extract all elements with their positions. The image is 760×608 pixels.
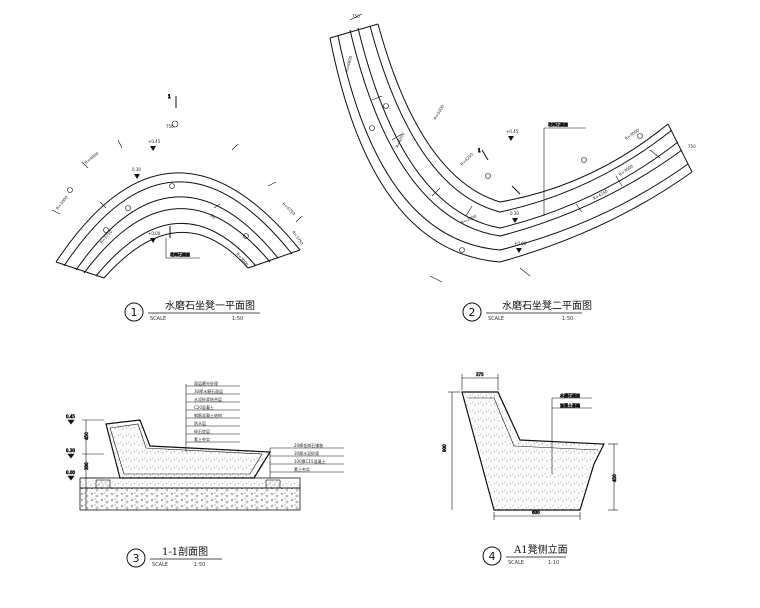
section-mark-2-top: 1 bbox=[478, 148, 481, 153]
scale-label: SCALE bbox=[150, 316, 166, 322]
svg-text:750: 750 bbox=[352, 14, 360, 19]
svg-text:花岗石面层: 花岗石面层 bbox=[548, 121, 568, 127]
svg-text:R=4750: R=4750 bbox=[281, 201, 296, 216]
section-notes-right: 20厚花岗石铺装 30厚水泥砂浆 100厚C15混凝土 素土夯实 bbox=[269, 442, 344, 478]
bench2-circle-markers bbox=[369, 103, 643, 253]
view-number: 3 bbox=[133, 552, 140, 565]
svg-text:30厚水磨石面层: 30厚水磨石面层 bbox=[194, 388, 223, 394]
svg-text:0.30: 0.30 bbox=[66, 448, 75, 453]
svg-text:+0.45: +0.45 bbox=[506, 129, 519, 134]
svg-text:R=5000: R=5000 bbox=[433, 103, 446, 120]
svg-text:0.30: 0.30 bbox=[132, 167, 141, 172]
view-title: A1凳侧立面 bbox=[513, 543, 568, 556]
scale-value: 1:50 bbox=[232, 316, 243, 322]
svg-text:R=4250: R=4250 bbox=[459, 151, 474, 166]
svg-text:375: 375 bbox=[476, 372, 484, 377]
svg-text:C20混凝土: C20混凝土 bbox=[194, 404, 214, 410]
svg-text:450: 450 bbox=[84, 432, 89, 440]
view-number: 4 bbox=[489, 550, 496, 563]
svg-text:防水层: 防水层 bbox=[194, 420, 206, 426]
view3-title-block: 3 1-1剖面图 SCALE 1:50 bbox=[126, 545, 222, 568]
svg-text:R=2800: R=2800 bbox=[460, 213, 477, 225]
view-number-circle bbox=[124, 302, 144, 322]
svg-text:30厚水泥砂浆: 30厚水泥砂浆 bbox=[294, 450, 319, 456]
svg-text:素土夯实: 素土夯实 bbox=[194, 436, 210, 442]
svg-text:R=3600: R=3600 bbox=[624, 127, 641, 141]
scale-value: 1:10 bbox=[548, 560, 559, 566]
svg-text:600: 600 bbox=[532, 510, 540, 515]
svg-text:R=3000: R=3000 bbox=[235, 251, 250, 267]
svg-text:80: 80 bbox=[209, 213, 216, 220]
elevation-notes: 水磨石面层 混凝土基础 bbox=[551, 392, 592, 474]
svg-text:碎石垫层: 碎石垫层 bbox=[194, 428, 210, 434]
svg-text:900: 900 bbox=[442, 444, 447, 452]
bench1-leader: 花岗石面层 bbox=[165, 238, 200, 259]
bench1-outline bbox=[55, 172, 301, 279]
svg-text:0.30: 0.30 bbox=[510, 211, 519, 216]
svg-text:750: 750 bbox=[166, 124, 174, 129]
view-title: 水磨石坐凳一平面图 bbox=[165, 300, 255, 312]
svg-text:混凝土基础: 混凝土基础 bbox=[560, 402, 580, 408]
scale-label: SCALE bbox=[152, 562, 168, 568]
bench1-section-line: 1 bbox=[168, 94, 177, 238]
view4-elevation: 375 900 600 450 水磨石面层 混凝土基础 bbox=[442, 372, 618, 520]
section-notes: 面层磨光处理 30厚水磨石面层 水泥砂浆结合层 C20混凝土 钢筋混凝土结构 防… bbox=[185, 380, 240, 452]
scale-label: SCALE bbox=[488, 316, 504, 322]
view-number: 2 bbox=[469, 306, 476, 319]
svg-text:花岗石面层: 花岗石面层 bbox=[170, 251, 190, 257]
svg-text:750: 750 bbox=[688, 144, 696, 149]
scale-value: 1:50 bbox=[194, 562, 205, 568]
section-base bbox=[79, 477, 301, 511]
bench2-elevation-markers: +0.45 0.30 +0.00 bbox=[506, 129, 527, 253]
view-title: 水磨石坐凳二平面图 bbox=[502, 300, 592, 312]
bench2-leader: 花岗石面层 bbox=[543, 121, 586, 216]
svg-text:面层磨光处理: 面层磨光处理 bbox=[194, 380, 218, 386]
svg-text:+0.00: +0.00 bbox=[148, 231, 161, 236]
bench1-elevation-markers: +0.45 0.30 +0.00 bbox=[132, 139, 161, 243]
svg-text:300: 300 bbox=[84, 462, 89, 470]
svg-text:R=4000: R=4000 bbox=[84, 151, 100, 165]
svg-text:0.00: 0.00 bbox=[66, 470, 75, 475]
svg-text:水磨石面层: 水磨石面层 bbox=[560, 392, 580, 398]
view-number-circle bbox=[462, 302, 482, 322]
section-mark-1-top: 1 bbox=[168, 94, 171, 99]
svg-text:0.45: 0.45 bbox=[66, 414, 75, 419]
scale-value: 1:50 bbox=[562, 316, 573, 322]
view-number-circle bbox=[126, 548, 146, 568]
svg-text:100厚C15混凝土: 100厚C15混凝土 bbox=[294, 458, 326, 464]
bench2-ticks bbox=[349, 13, 661, 283]
svg-text:素土夯实: 素土夯实 bbox=[294, 466, 310, 472]
svg-text:钢筋混凝土结构: 钢筋混凝土结构 bbox=[194, 412, 222, 418]
svg-text:R=6800: R=6800 bbox=[344, 55, 353, 72]
svg-text:R=6050: R=6050 bbox=[394, 131, 406, 148]
view1-plan: R=4000 750 R=4750 R=3000 R=3750 R=2750 R… bbox=[51, 94, 305, 279]
view4-title-block: 4 A1凳侧立面 SCALE 1:10 bbox=[482, 543, 568, 566]
bench2-section-line: 1 bbox=[478, 148, 521, 195]
view-title: 1-1剖面图 bbox=[162, 545, 208, 558]
svg-text:R=3000: R=3000 bbox=[55, 194, 69, 210]
view1-title-block: 1 水磨石坐凳一平面图 SCALE 1:50 bbox=[124, 300, 260, 322]
svg-text:20厚花岗石铺装: 20厚花岗石铺装 bbox=[294, 442, 323, 448]
svg-text:水泥砂浆结合层: 水泥砂浆结合层 bbox=[194, 396, 222, 402]
elevation-dimensions: 375 900 600 450 bbox=[442, 372, 618, 520]
svg-text:R=3750: R=3750 bbox=[291, 230, 305, 247]
view3-section: 450 300 0.45 0.30 0.00 面层磨光处理 30厚水磨石面层 水… bbox=[66, 380, 344, 511]
view2-title-block: 2 水磨石坐凳二平面图 SCALE 1:50 bbox=[462, 300, 592, 322]
bench1-circle-markers bbox=[67, 120, 249, 239]
scale-label: SCALE bbox=[508, 560, 524, 566]
view2-plan: R=6800 R=6050 R=5000 R=4250 R=4250 R=360… bbox=[329, 13, 696, 283]
bench2-outline bbox=[329, 23, 693, 263]
view-number: 1 bbox=[131, 306, 138, 319]
view-number-circle bbox=[482, 546, 502, 566]
svg-text:450: 450 bbox=[612, 474, 617, 482]
bench1-ticks bbox=[51, 139, 303, 223]
svg-text:+0.45: +0.45 bbox=[148, 139, 161, 144]
section-dimension-left: 450 300 0.45 0.30 0.00 bbox=[66, 414, 104, 510]
section-bench-body bbox=[105, 419, 272, 479]
svg-text:+0.00: +0.00 bbox=[514, 241, 527, 246]
